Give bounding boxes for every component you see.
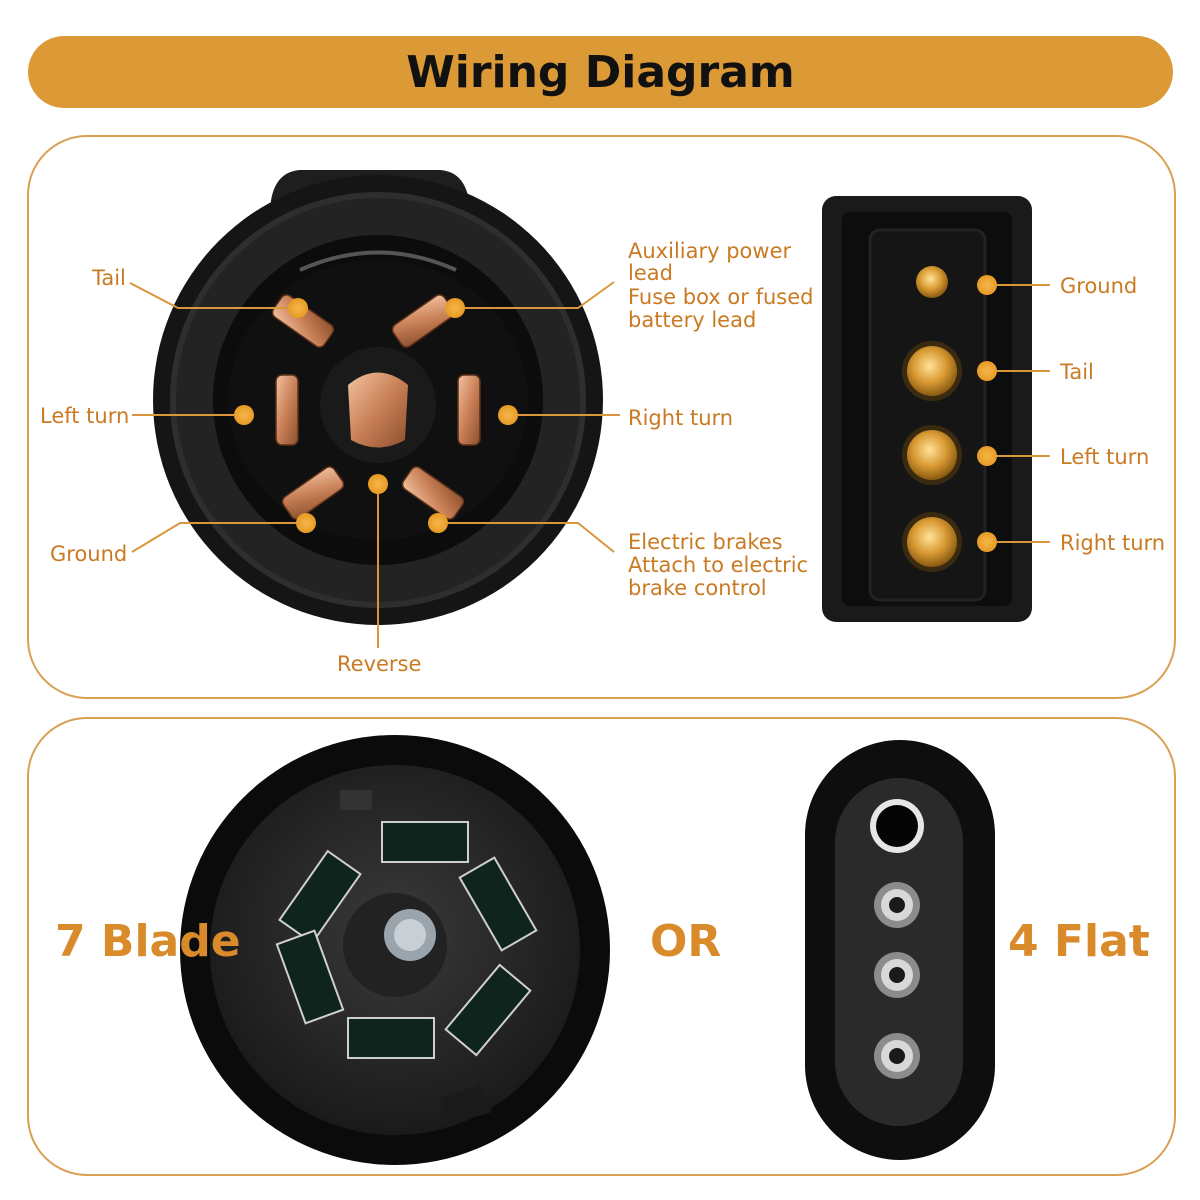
four-flat-markers [977, 275, 997, 552]
label-ground: Ground [50, 542, 128, 566]
label-flat-left-turn: Left turn [1060, 445, 1150, 469]
label-flat-ground: Ground [1060, 274, 1138, 298]
four-flat-callouts [988, 284, 1050, 543]
seven-blade-label: 7 Blade [55, 916, 241, 967]
seven-blade-face [180, 735, 610, 1165]
label-flat-tail: Tail [1060, 360, 1094, 384]
label-aux-2: lead [628, 261, 673, 285]
four-flat-plug [822, 196, 1032, 622]
label-flat-right-turn: Right turn [1060, 531, 1166, 555]
seven-pin-callouts [129, 281, 620, 648]
label-reverse: Reverse [337, 652, 422, 676]
or-label: OR [650, 916, 722, 967]
label-brakes-2: Attach to electric [628, 553, 809, 577]
label-left-turn: Left turn [40, 404, 130, 428]
page-title: Wiring Diagram [406, 46, 795, 98]
label-brakes-3: brake control [628, 576, 767, 600]
label-aux-1: Auxiliary power [628, 239, 792, 263]
seven-pin-markers [234, 298, 518, 533]
label-tail: Tail [92, 266, 126, 290]
title-banner: Wiring Diagram [28, 36, 1173, 108]
label-aux-4: battery lead [628, 308, 757, 332]
label-right-turn: Right turn [628, 406, 734, 430]
label-aux-3: Fuse box or fused [628, 285, 814, 309]
label-brakes-1: Electric brakes [628, 530, 783, 554]
four-flat-label: 4 Flat [1008, 916, 1150, 967]
four-flat-face [805, 740, 995, 1160]
